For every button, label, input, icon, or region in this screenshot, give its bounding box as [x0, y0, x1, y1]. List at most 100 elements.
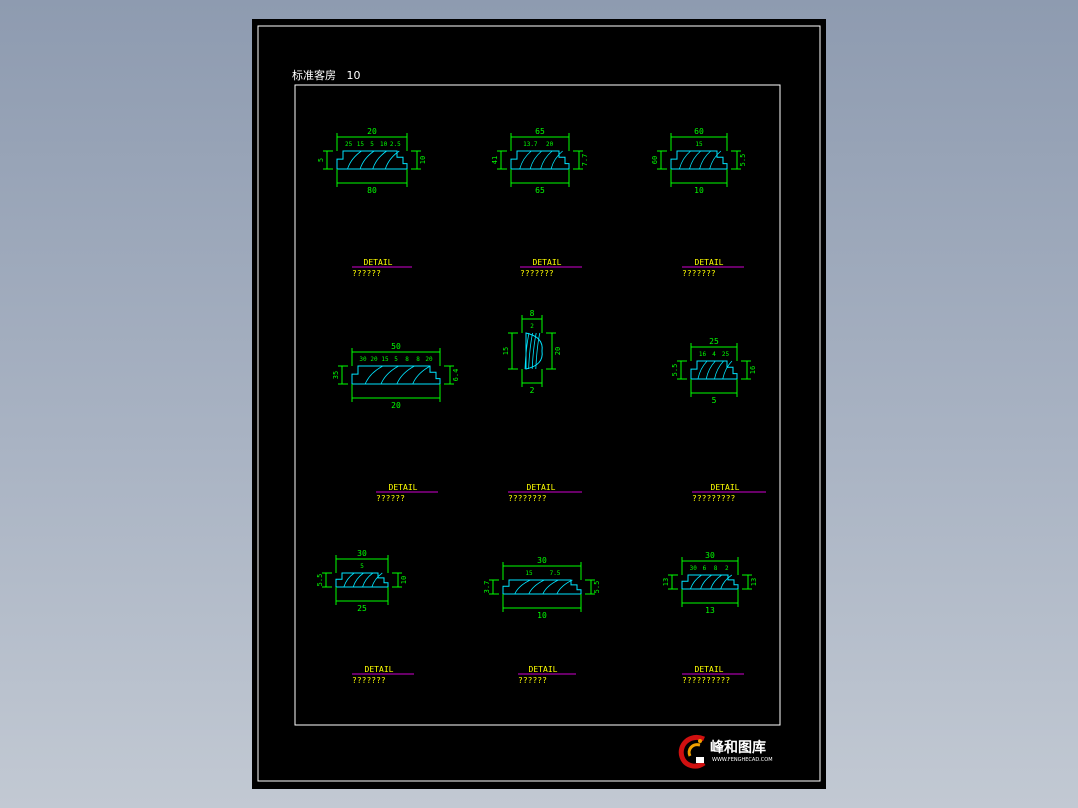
dimension-label-small: 5 — [370, 141, 374, 148]
logo-text: 峰和图库 — [710, 740, 766, 756]
dimension-label-small: 16 — [699, 351, 707, 358]
profile-carving — [542, 579, 559, 595]
dimension-label: 5 — [712, 396, 717, 405]
detail-title: DETAIL — [527, 483, 556, 492]
profile-carving — [556, 579, 573, 595]
detail-label: DETAIL?????? — [352, 258, 412, 278]
dimension-label-small: 2.5 — [390, 141, 401, 148]
dimension-label: 30 — [705, 551, 715, 560]
dimension-label: 65 — [535, 186, 545, 195]
profile-carving — [396, 365, 415, 385]
detail-caption: ?????????? — [682, 676, 730, 685]
detail-caption: ???????? — [508, 494, 547, 503]
profile-carving — [531, 332, 537, 370]
profile-carving — [528, 332, 533, 370]
profile-carving — [347, 150, 362, 170]
dimension-label: 5.5 — [593, 581, 601, 594]
profile-carving — [343, 572, 355, 588]
profile-carving — [384, 150, 400, 170]
dimension-label-small: 8 — [416, 356, 420, 363]
dimension-label-small: 6 — [703, 565, 707, 572]
profile-carving — [720, 574, 733, 590]
profile-carving — [372, 150, 387, 170]
dimension-label-small: 8 — [714, 565, 718, 572]
dimension-label-small: 30 — [359, 356, 367, 363]
dimension-label: 25 — [357, 604, 367, 613]
profile-outline — [502, 579, 582, 595]
dimension-label-small: 25 — [345, 141, 353, 148]
detail-label: DETAIL??????? — [520, 258, 582, 278]
profile-carving — [699, 150, 712, 170]
sheet-number: 10 — [346, 69, 361, 82]
dimension-label: 8 — [530, 309, 535, 318]
dimension-label: 5.5 — [671, 364, 679, 377]
profile-carving — [528, 579, 545, 595]
detail-title: DETAIL — [364, 258, 393, 267]
detail-label: DETAIL??????? — [682, 258, 744, 278]
detail-title: DETAIL — [529, 665, 558, 674]
detail-title: DETAIL — [389, 483, 418, 492]
profile-carving — [722, 360, 733, 380]
dimension-label-small: 10 — [380, 141, 388, 148]
dimension-label-small: 15 — [695, 141, 703, 148]
detail-label: DETAIL?????? — [376, 483, 438, 503]
profile-carving — [700, 574, 712, 590]
dimension-label: 65 — [535, 127, 545, 136]
detail-label: DETAIL?????? — [518, 665, 576, 685]
dimension-label-small: 25 — [722, 351, 730, 358]
profile-carving — [535, 332, 541, 370]
dimension-label-small: 5 — [394, 356, 398, 363]
detail-caption: ?????? — [352, 269, 381, 278]
dimension-label: 20 — [367, 127, 377, 136]
dimension-label: 13 — [705, 606, 715, 615]
profile-carving — [709, 150, 722, 170]
profile-outline — [681, 574, 739, 590]
dimension-label: 10 — [537, 611, 547, 620]
dimension-label: 60 — [651, 156, 659, 164]
detail-label: DETAIL?????????? — [682, 665, 744, 685]
detail-title: DETAIL — [533, 258, 562, 267]
profile-carving — [690, 574, 702, 590]
sheet-title-text: 标准客房 — [292, 69, 336, 82]
dimension-label: 25 — [709, 337, 719, 346]
dimension-label-small: 13.7 — [523, 141, 538, 148]
dimension-label: 60 — [694, 127, 704, 136]
dimension-label: 16 — [749, 366, 757, 374]
dimension-label-small: 8 — [405, 356, 409, 363]
detail-label: DETAIL????????? — [692, 483, 766, 503]
dimension-label: 7.7 — [581, 154, 589, 167]
dimension-label-small: 2 — [530, 323, 534, 330]
profile-carving — [689, 150, 701, 170]
dimension-label: 20 — [391, 401, 401, 410]
detail-caption: ??????? — [520, 269, 554, 278]
detail-caption: ????????? — [692, 494, 736, 503]
profile-carving — [705, 360, 716, 380]
dimension-label: 30 — [357, 549, 367, 558]
profile-carving — [371, 572, 383, 588]
dimension-label: 10 — [694, 186, 704, 195]
dimension-label: 10 — [400, 576, 408, 584]
dimension-label: 13 — [750, 578, 758, 586]
dimension-label: 2 — [530, 386, 535, 395]
detail-caption: ?????? — [376, 494, 405, 503]
profile-carving — [524, 332, 530, 370]
profile-carving — [714, 360, 724, 380]
dimension-label: 5 — [317, 158, 325, 162]
dimension-label-small: 2 — [725, 565, 729, 572]
dimension-label: 3.7 — [483, 581, 491, 594]
dimension-label: 80 — [367, 186, 377, 195]
profile-carving — [519, 150, 532, 170]
dimension-label: 20 — [554, 347, 562, 355]
detail-title: DETAIL — [365, 665, 394, 674]
dimension-label: 30 — [537, 556, 547, 565]
sheet-title: 标准客房 10 — [292, 67, 361, 83]
detail-label: DETAIL??????? — [352, 665, 414, 685]
brand-logo: 峰和图库 WWW.FENGHECAD.COM — [676, 731, 786, 771]
